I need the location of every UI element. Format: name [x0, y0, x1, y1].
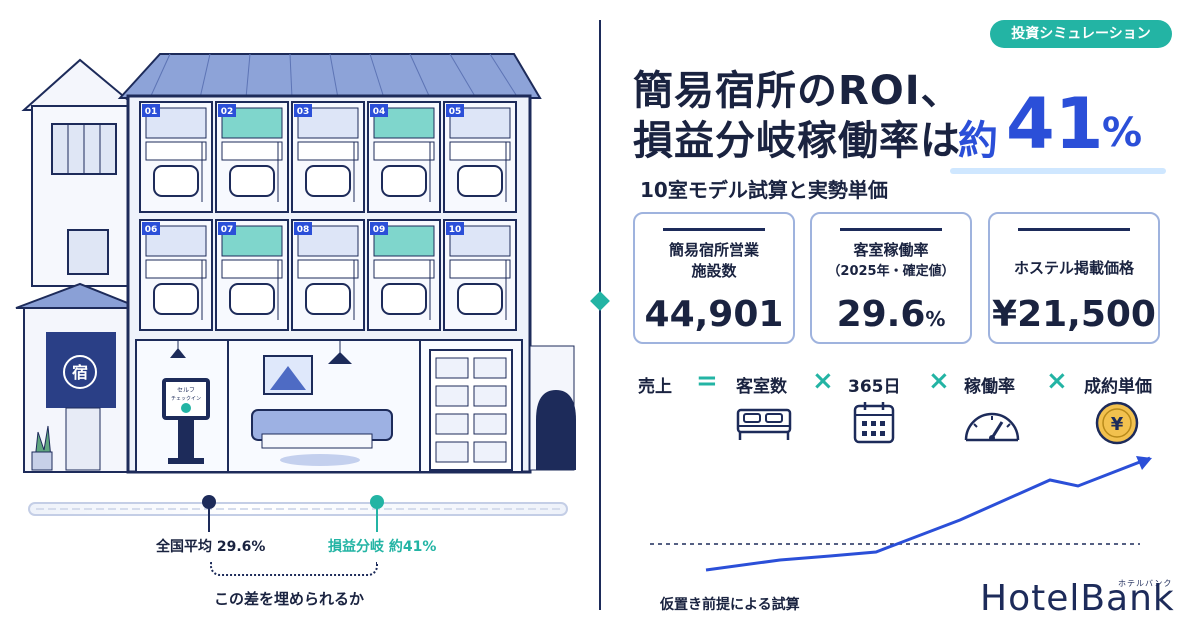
room-number: 08 — [297, 225, 310, 235]
capsule-room: 07 — [215, 219, 289, 331]
stat-card-occupancy: 客室稼働率 （2025年・確定値） 29.6% — [810, 212, 972, 344]
breakeven-label: 損益分岐 約41% — [328, 539, 437, 555]
card-label: 簡易宿所営業 施設数 — [635, 240, 793, 282]
card-label-line-2: 施設数 — [691, 262, 737, 280]
room-number: 05 — [449, 107, 462, 117]
breakeven-marker-line — [376, 504, 378, 532]
noren-char: 宿 — [72, 363, 88, 382]
trend-polyline — [705, 456, 1151, 572]
formula-equals: = — [696, 366, 718, 396]
hotelbank-logo-sub: ホテルバンク — [1118, 579, 1173, 588]
capsule-room: 03 — [291, 101, 365, 213]
card-value-number: 29.6 — [836, 294, 926, 335]
capsule-room: 05 — [443, 101, 517, 213]
card-label-line-2: （2025年・確定値） — [827, 264, 955, 279]
headline-line-2: 損益分岐稼働率は — [633, 118, 961, 164]
card-value-number: ¥21,500 — [992, 294, 1156, 335]
room-number: 06 — [145, 225, 158, 235]
left-illustration-panel: 宿 01 02 03 04 05 06 07 08 09 10 セルフ チェックイン — [15, 53, 576, 608]
headline-percent-sign: % — [1102, 110, 1143, 156]
national-average-label: 全国平均 29.6% — [156, 539, 266, 555]
room-number: 03 — [297, 107, 310, 117]
bed-icon — [736, 408, 792, 440]
room-number: 01 — [145, 107, 158, 117]
stat-card-price: ホステル掲載価格 ¥21,500 — [988, 212, 1160, 344]
footnote: 仮置き前提による試算 — [660, 597, 800, 613]
gap-bracket — [210, 562, 378, 576]
room-number: 10 — [449, 225, 462, 235]
formula-result: 売上 — [638, 377, 672, 397]
card-label-line-1: 客室稼働率 — [853, 241, 929, 259]
card-accent-bar — [663, 228, 765, 231]
headline-line-1: 簡易宿所のROI、 — [633, 68, 962, 114]
kiosk-text-2: チェックイン — [171, 396, 201, 402]
card-label: ホステル掲載価格 — [1013, 259, 1134, 277]
formula-term-rooms: 客室数 — [736, 377, 787, 397]
card-accent-bar — [1018, 228, 1130, 231]
occupancy-slider-track — [28, 502, 568, 516]
formula-term-price: 成約単価 — [1084, 377, 1152, 397]
capsule-rows: 01 02 03 04 05 06 07 08 09 10 — [139, 101, 517, 331]
formula-times-3: × — [1046, 366, 1068, 396]
card-accent-bar — [840, 228, 942, 231]
capsule-room: 08 — [291, 219, 365, 331]
headline-approx: 約 — [958, 118, 998, 164]
gap-text: この差を埋められるか — [214, 590, 365, 608]
capsule-room: 10 — [443, 219, 517, 331]
gauge-icon — [964, 412, 1020, 442]
formula-times-1: × — [812, 366, 834, 396]
revenue-trend-line — [650, 456, 1152, 572]
hotelbank-logo: HotelBank — [980, 578, 1175, 619]
card-value-number: 44,901 — [644, 294, 784, 335]
trend-arrowhead — [1136, 456, 1152, 470]
side-house: 宿 — [15, 58, 143, 473]
formula-times-2: × — [928, 366, 950, 396]
headline-subtitle: 10室モデル試算と実勢単価 — [640, 178, 888, 202]
breakeven-marker-dot — [370, 495, 384, 509]
card-value: 44,901 — [635, 294, 793, 335]
room-number: 09 — [373, 225, 386, 235]
capsule-room: 06 — [139, 219, 213, 331]
card-value: ¥21,500 — [990, 294, 1158, 335]
capsule-hotel-building-illustration: 宿 01 02 03 04 05 06 07 08 09 10 セルフ チェックイン — [15, 53, 576, 474]
headline-highlight — [950, 168, 1166, 174]
svg-text:¥: ¥ — [1111, 414, 1124, 435]
room-number: 04 — [373, 107, 386, 117]
formula-term-days: 365日 — [848, 377, 901, 397]
room-number: 07 — [221, 225, 234, 235]
national-average-marker-dot — [202, 495, 216, 509]
yen-coin-icon: ¥ — [1095, 401, 1139, 445]
room-number: 02 — [221, 107, 234, 117]
card-label: 客室稼働率 （2025年・確定値） — [812, 240, 970, 282]
calendar-icon — [853, 402, 895, 444]
formula-term-occupancy: 稼働率 — [964, 377, 1015, 397]
capsule-room: 04 — [367, 101, 441, 213]
card-value: 29.6% — [812, 294, 970, 335]
card-value-unit: % — [925, 307, 946, 331]
capsule-room: 02 — [215, 101, 289, 213]
national-average-marker-line — [208, 504, 210, 532]
headline-breakeven-number: 41 — [1006, 83, 1104, 165]
vertical-divider — [599, 20, 601, 610]
capsule-room: 01 — [139, 101, 213, 213]
simulation-badge: 投資シミュレーション — [990, 20, 1172, 48]
kiosk-text-1: セルフ — [177, 387, 195, 394]
card-label-line-1: 簡易宿所営業 — [668, 241, 759, 259]
capsule-room: 09 — [367, 219, 441, 331]
stat-card-facilities: 簡易宿所営業 施設数 44,901 — [633, 212, 795, 344]
